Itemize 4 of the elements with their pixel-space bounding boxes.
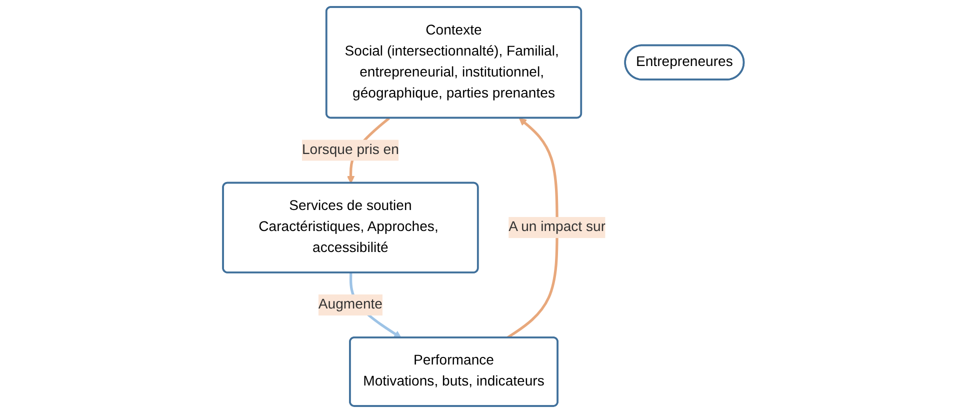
edge-label: Augmente [318, 296, 383, 312]
edge-label: Lorsque pris en [302, 142, 400, 158]
edge-label: A un impact sur [508, 220, 606, 235]
arrow [506, 118, 558, 339]
